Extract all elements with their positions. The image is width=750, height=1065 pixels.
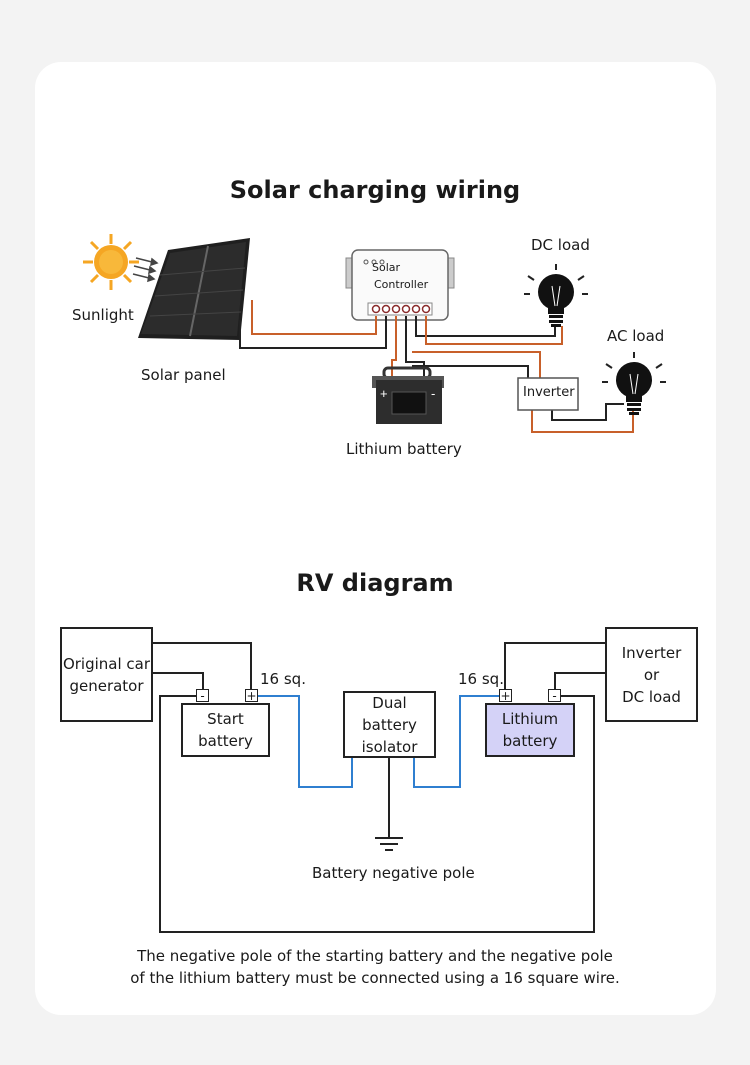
battery-label: Lithium battery	[346, 440, 462, 458]
wire-size-left-label: 16 sq.	[260, 670, 306, 688]
lithium-battery-box: Lithium battery	[485, 703, 575, 757]
generator-label-line2: generator	[69, 676, 144, 695]
isolator-label-line1: Dual battery	[362, 693, 417, 734]
isolator-label-line2: isolator	[361, 737, 418, 756]
note-line-2: of the lithium battery must be connected…	[130, 969, 620, 987]
inverter-label-line3: DC load	[622, 687, 681, 706]
svg-text:-: -	[431, 386, 435, 401]
inverter-label: Inverter	[523, 385, 575, 400]
ac-load-bulb-icon	[602, 352, 666, 415]
sunlight-arrows	[132, 257, 159, 283]
content-card	[35, 62, 716, 1015]
inverter-label-line1: Inverter	[621, 643, 682, 662]
start-battery-label-line1: Start	[207, 710, 244, 728]
lithium-battery-negative-terminal: -	[548, 689, 561, 702]
ac-load-label: AC load	[607, 327, 665, 345]
dc-load-bulb-icon	[524, 264, 588, 327]
lithium-battery-icon: + -	[372, 366, 444, 424]
start-battery-negative-terminal: -	[196, 689, 209, 702]
original-car-generator-box: Original car generator	[60, 627, 153, 722]
ground-label: Battery negative pole	[312, 864, 475, 882]
note-line-1: The negative pole of the starting batter…	[137, 947, 613, 965]
sunlight-label: Sunlight	[72, 306, 134, 324]
rv-title: RV diagram	[296, 569, 454, 597]
dual-battery-isolator-box: Dual battery isolator	[343, 691, 436, 758]
inverter-or-dc-load-box: Inverter or DC load	[605, 627, 698, 722]
solar-title: Solar charging wiring	[229, 176, 521, 204]
dc-load-label: DC load	[531, 236, 590, 254]
solar-controller-icon	[345, 249, 455, 321]
ground-symbol-icon	[375, 837, 403, 851]
lithium-battery-positive-terminal: +	[499, 688, 512, 703]
svg-text:+: +	[380, 386, 388, 401]
wire-size-right-label: 16 sq.	[458, 670, 504, 688]
generator-label-line1: Original car	[62, 654, 151, 673]
start-battery-label-line2: battery	[198, 732, 253, 750]
solar-panel-label: Solar panel	[141, 366, 226, 384]
controller-label-line1: Solar	[372, 261, 401, 274]
inverter-label-line2: or	[643, 665, 660, 684]
start-battery-box: Start battery	[181, 703, 270, 757]
lithium-battery-label-line2: battery	[502, 732, 558, 750]
inverter-box	[517, 377, 579, 411]
controller-label-line2: Controller	[374, 278, 429, 291]
solar-panel-icon	[138, 238, 250, 340]
start-battery-positive-terminal: +	[245, 688, 258, 703]
lithium-battery-label-line1: Lithium	[501, 710, 559, 728]
sun-icon	[83, 234, 139, 290]
